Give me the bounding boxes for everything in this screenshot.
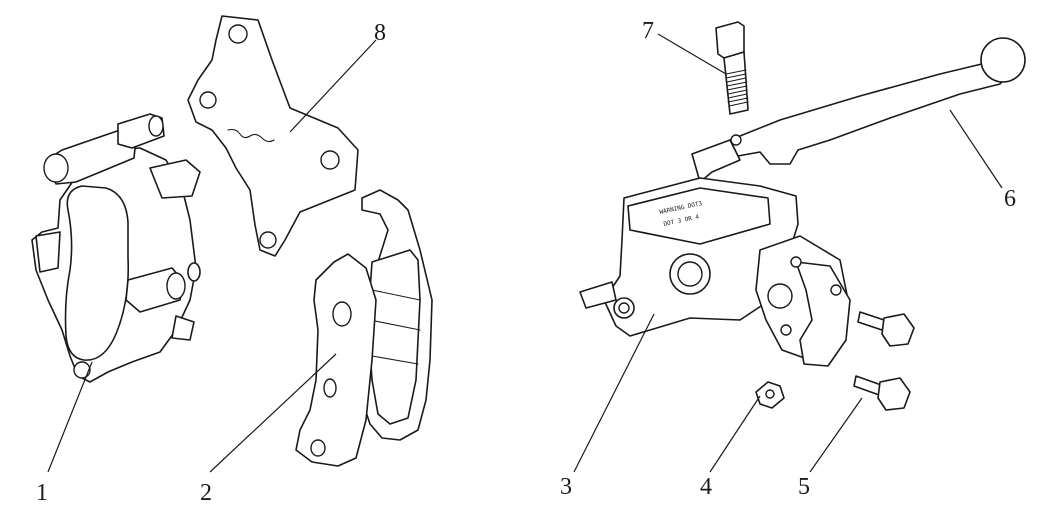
callout-2: 2 (200, 480, 212, 506)
brake-caliper-icon (31, 113, 201, 383)
leader-lines (47, 33, 1003, 473)
callout-1: 1 (36, 480, 48, 506)
bolt-icon (853, 311, 915, 411)
callout-6: 6 (1004, 186, 1016, 212)
callout-5: 5 (798, 474, 810, 500)
callout-3: 3 (560, 474, 572, 500)
brake-pads-icon (295, 189, 433, 467)
master-cylinder-icon: WARNING DOT3 DOT 3 OR 4 (579, 177, 851, 367)
callout-7: 7 (642, 18, 654, 44)
nut-icon (755, 381, 785, 409)
callout-labels: 1 2 3 4 5 6 7 8 (36, 18, 1016, 506)
callout-4: 4 (700, 474, 712, 500)
pivot-bolt-icon (715, 21, 749, 115)
caliper-bracket-icon (187, 15, 359, 257)
brake-lever-icon (691, 37, 1026, 183)
callout-8: 8 (374, 20, 386, 46)
